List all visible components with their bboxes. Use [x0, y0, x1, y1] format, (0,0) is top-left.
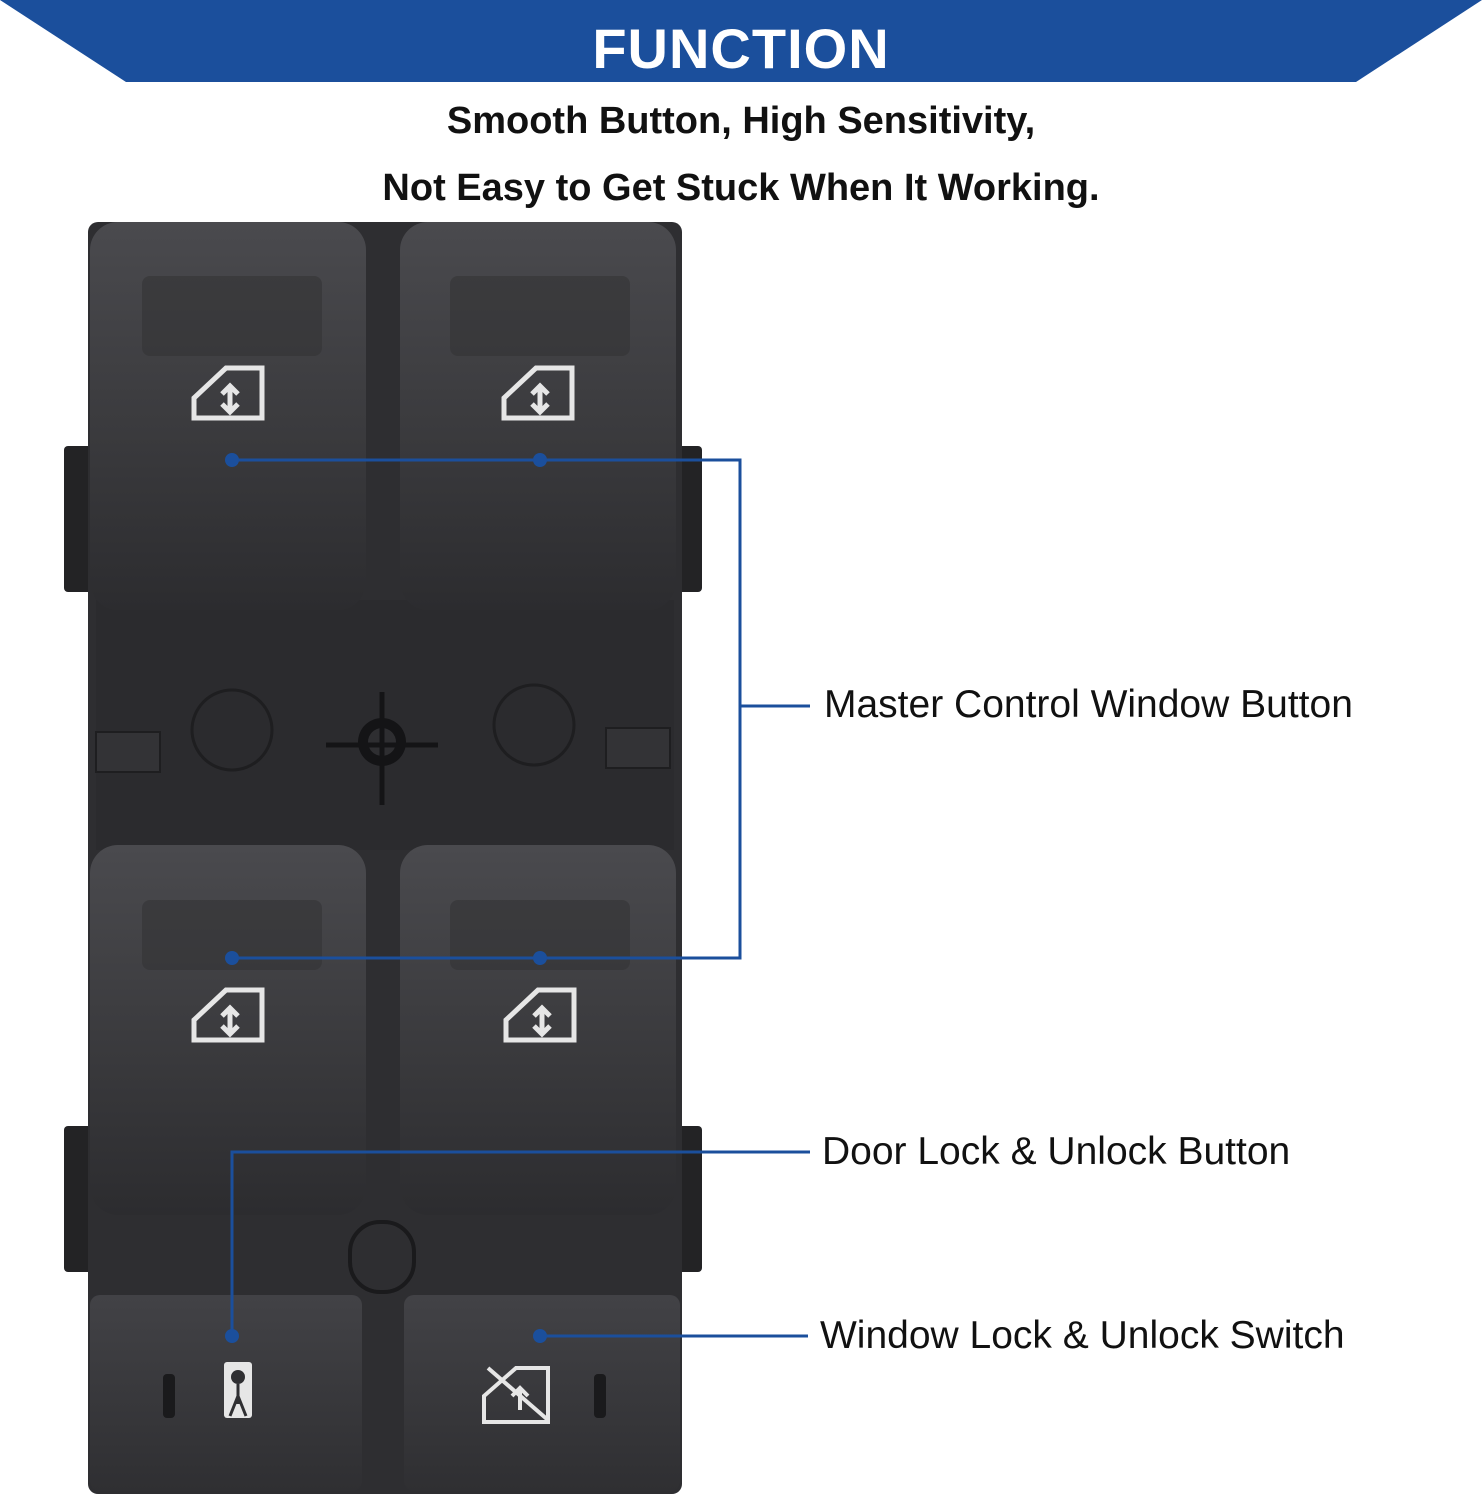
callout-dot [533, 453, 547, 467]
callout-dot [225, 453, 239, 467]
title-banner [0, 0, 1482, 82]
window-lock-button [404, 1295, 680, 1491]
mount-circle [190, 688, 274, 772]
callout-label-master: Master Control Window Button [824, 683, 1353, 726]
subtitle-line-2: Not Easy to Get Stuck When It Working. [382, 167, 1100, 209]
callout-label-door-lock: Door Lock & Unlock Button [822, 1130, 1291, 1173]
callout-dot [533, 951, 547, 965]
callout-dot [225, 951, 239, 965]
callout-label-window-lock: Window Lock & Unlock Switch [820, 1314, 1345, 1357]
callout-dot [225, 1329, 239, 1343]
door-lock-icon [224, 1362, 252, 1418]
window-lock-icon [482, 1366, 550, 1424]
side-tab [64, 1126, 94, 1272]
callout-door-lock-line [230, 1150, 810, 1336]
subtitle-line-1: Smooth Button, High Sensitivity, [446, 100, 1036, 142]
window-up-down-icon [191, 365, 265, 421]
side-tab [64, 446, 94, 592]
window-up-down-icon [503, 987, 577, 1043]
mount-circle [492, 683, 576, 767]
callout-dot [533, 1329, 547, 1343]
window-up-down-icon [191, 987, 265, 1043]
callout-master-lines [232, 458, 810, 960]
page-title: FUNCTION [592, 17, 890, 80]
window-up-down-icon [501, 365, 575, 421]
